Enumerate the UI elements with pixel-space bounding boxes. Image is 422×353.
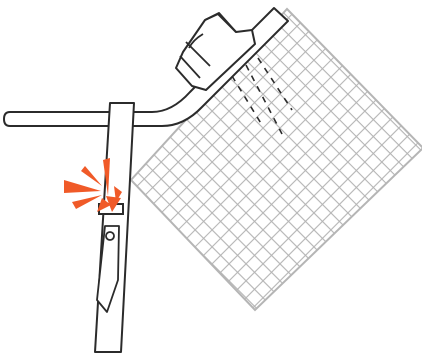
hex-nut xyxy=(175,12,256,91)
hidden-fastener-lines xyxy=(231,57,293,135)
support-post xyxy=(94,102,135,353)
impact-burst xyxy=(64,158,122,212)
bolt-hole xyxy=(105,231,115,241)
wire-mesh-panel xyxy=(129,7,422,312)
